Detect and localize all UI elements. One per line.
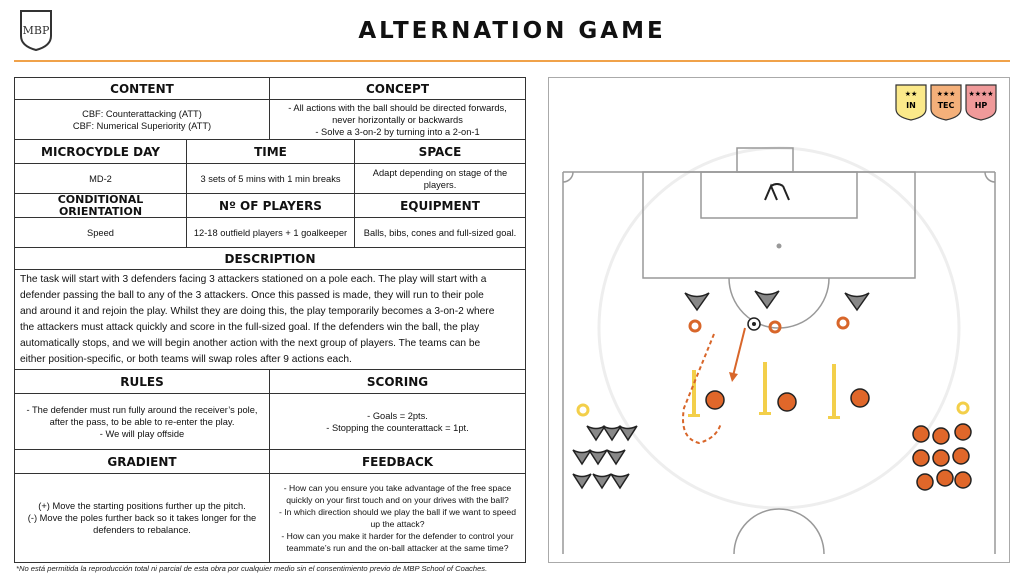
concept-header: CONCEPT [270, 78, 525, 100]
level-badges: ★★ IN ★★★ TEC ★★★★ HP [894, 83, 998, 121]
goalkeeper-icon [764, 183, 790, 201]
page-title: ALTERNATION GAME [358, 18, 666, 44]
session-table: CONTENT CONCEPT CBF: Counterattacking (A… [14, 77, 526, 563]
attacker-icons [705, 388, 870, 412]
pole-icons [692, 362, 836, 418]
pitch-diagram [548, 77, 1010, 563]
marker-cone-icon [576, 403, 590, 417]
content-cell: CBF: Counterattacking (ATT)CBF: Numerica… [15, 100, 270, 140]
mbp-logo-icon: MBP [20, 10, 52, 52]
badge-stars: ★★ [905, 90, 918, 98]
microcycle-header: MICROCYDLE DAY [15, 140, 187, 164]
rules-header: RULES [15, 370, 270, 394]
equipment-header: EQUIPMENT [355, 194, 525, 218]
description-header: DESCRIPTION [15, 248, 525, 270]
badge-stars: ★★★★ [968, 90, 993, 98]
orientation-value: Speed [15, 218, 187, 248]
defender-icons [684, 290, 870, 312]
badge-label: HP [975, 101, 988, 110]
content-header: CONTENT [15, 78, 270, 100]
feedback-text: - How can you ensure you take advantage … [279, 483, 516, 553]
svg-text:MBP: MBP [23, 24, 50, 37]
gradient-text: (+) Move the starting positions further … [15, 474, 270, 562]
microcycle-value: MD-2 [15, 164, 187, 194]
title-divider [14, 60, 1010, 62]
marker-cone-icon [768, 320, 782, 334]
equipment-value: Balls, bibs, cones and full-sized goal. [355, 218, 525, 248]
badge-stars: ★★★ [937, 90, 956, 98]
orientation-header: CONDITIONAL ORIENTATION [15, 193, 187, 218]
badge-label: TEC [938, 101, 955, 110]
gradient-header: GRADIENT [15, 450, 270, 474]
marker-cone-icon [836, 316, 850, 330]
pitch-lines [562, 147, 996, 555]
players-header: Nº OF PLAYERS [187, 194, 355, 218]
time-header: TIME [187, 140, 355, 164]
badge-shield-icon [930, 84, 962, 121]
waiting-attackers-icons [912, 423, 972, 491]
badge-shield-icon [895, 84, 927, 121]
feedback-header: FEEDBACK [270, 450, 525, 474]
concept-cell: - All actions with the ball should be di… [270, 100, 525, 140]
space-header: SPACE [355, 140, 525, 164]
waiting-defenders-icons [572, 425, 638, 490]
marker-cone-icon [688, 319, 702, 333]
marker-cone-icon [956, 401, 970, 415]
badge-label: IN [906, 101, 916, 110]
description-text: The task will start with 3 defenders fac… [15, 270, 525, 370]
scoring-header: SCORING [270, 370, 525, 394]
time-value: 3 sets of 5 mins with 1 min breaks [187, 164, 355, 194]
rules-text: - The defender must run fully around the… [15, 394, 270, 450]
badge-shield-icon [965, 84, 997, 121]
copyright-footnote: *No está permitida la reproducción total… [16, 564, 488, 573]
players-value: 12-18 outfield players + 1 goalkeeper [187, 218, 355, 248]
scoring-text: - Goals = 2pts.- Stopping the counteratt… [270, 394, 525, 450]
